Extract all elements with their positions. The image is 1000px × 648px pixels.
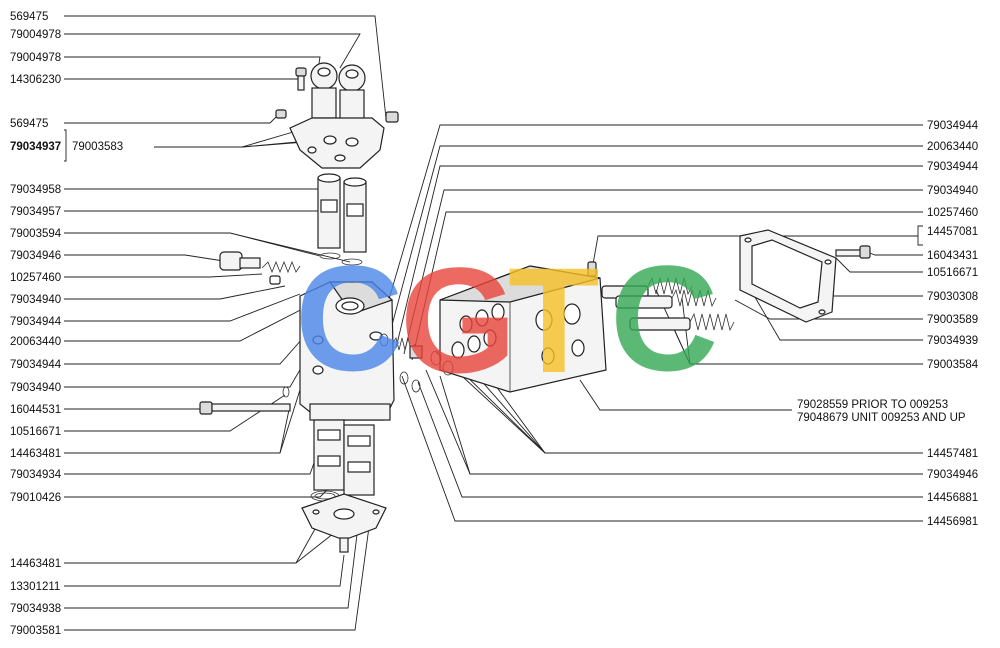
part-label: 14457081 xyxy=(927,226,978,238)
left-leader-lines xyxy=(64,15,387,631)
cover-plate xyxy=(739,229,837,323)
part-label: 79034938 xyxy=(10,603,61,615)
part-label: 79034937 xyxy=(10,141,61,153)
part-label: 79004978 xyxy=(10,29,61,41)
main-valve-body xyxy=(299,281,395,421)
part-label: 79003594 xyxy=(10,228,62,240)
part-label: 14456981 xyxy=(927,516,978,528)
part-label: 14456881 xyxy=(927,492,978,504)
part-label: 79003589 xyxy=(927,314,978,326)
watermark-letter: C xyxy=(295,234,403,402)
left-part-labels: 569475 79004978 79004978 14306230 569475… xyxy=(10,11,123,637)
part-label: 20063440 xyxy=(927,141,978,153)
part-label: 79034940 xyxy=(927,185,978,197)
part-label: 79034958 xyxy=(10,184,61,196)
part-label: 16043431 xyxy=(927,250,978,262)
watermark-letter: C xyxy=(610,234,718,402)
part-label: 79034946 xyxy=(927,469,978,481)
part-label: 79034944 xyxy=(927,161,979,173)
part-label: 16044531 xyxy=(10,404,61,416)
part-label: 79004978 xyxy=(10,52,61,64)
part-label: 79048679 UNIT 009253 AND UP xyxy=(797,412,966,424)
part-label: 79028559 PRIOR TO 009253 xyxy=(797,399,948,411)
long-bolt xyxy=(199,386,291,415)
part-label: 79003583 xyxy=(72,141,123,153)
side-plug-and-spring xyxy=(219,251,301,285)
watermark-letter: T xyxy=(508,236,600,404)
part-label: 569475 xyxy=(10,118,48,130)
part-label: 79003584 xyxy=(927,359,979,371)
lower-spools xyxy=(310,419,375,502)
part-label: 79034946 xyxy=(10,250,61,262)
part-label: 13301211 xyxy=(10,581,60,593)
bottom-plate xyxy=(301,493,387,553)
upper-plungers xyxy=(317,173,367,266)
part-label: 569475 xyxy=(10,11,48,23)
small-seals xyxy=(379,333,423,393)
part-label: 79034944 xyxy=(10,316,62,328)
part-label: 10516671 xyxy=(927,267,978,279)
control-valve-housing xyxy=(430,265,607,393)
part-label: 79003581 xyxy=(10,625,61,637)
part-label: 14463481 xyxy=(10,558,61,570)
part-label: 79010426 xyxy=(10,492,61,504)
watermark-letter: G xyxy=(400,236,517,404)
part-label: 10257460 xyxy=(927,207,978,219)
watermark: C G T C xyxy=(295,234,718,404)
part-label: 79034944 xyxy=(927,120,979,132)
part-label: 79034934 xyxy=(10,469,62,481)
part-label: 14457481 xyxy=(927,448,978,460)
part-label: 10257460 xyxy=(10,272,61,284)
part-label: 79034944 xyxy=(10,359,62,371)
part-label: 20063440 xyxy=(10,336,61,348)
part-label: 14306230 xyxy=(10,74,61,86)
part-label: 10516671 xyxy=(10,426,61,438)
right-part-labels: 79034944 20063440 79034944 79034940 1025… xyxy=(797,120,979,528)
part-label: 79030308 xyxy=(927,291,978,303)
valve-spools-and-springs xyxy=(587,261,735,332)
part-label: 14463481 xyxy=(10,448,61,460)
part-label: 79034940 xyxy=(10,294,61,306)
part-label: 79034957 xyxy=(10,206,61,218)
part-label: 79034940 xyxy=(10,382,61,394)
cover-screw xyxy=(835,245,871,259)
part-label: 79034939 xyxy=(927,335,978,347)
upper-fittings xyxy=(275,62,399,169)
